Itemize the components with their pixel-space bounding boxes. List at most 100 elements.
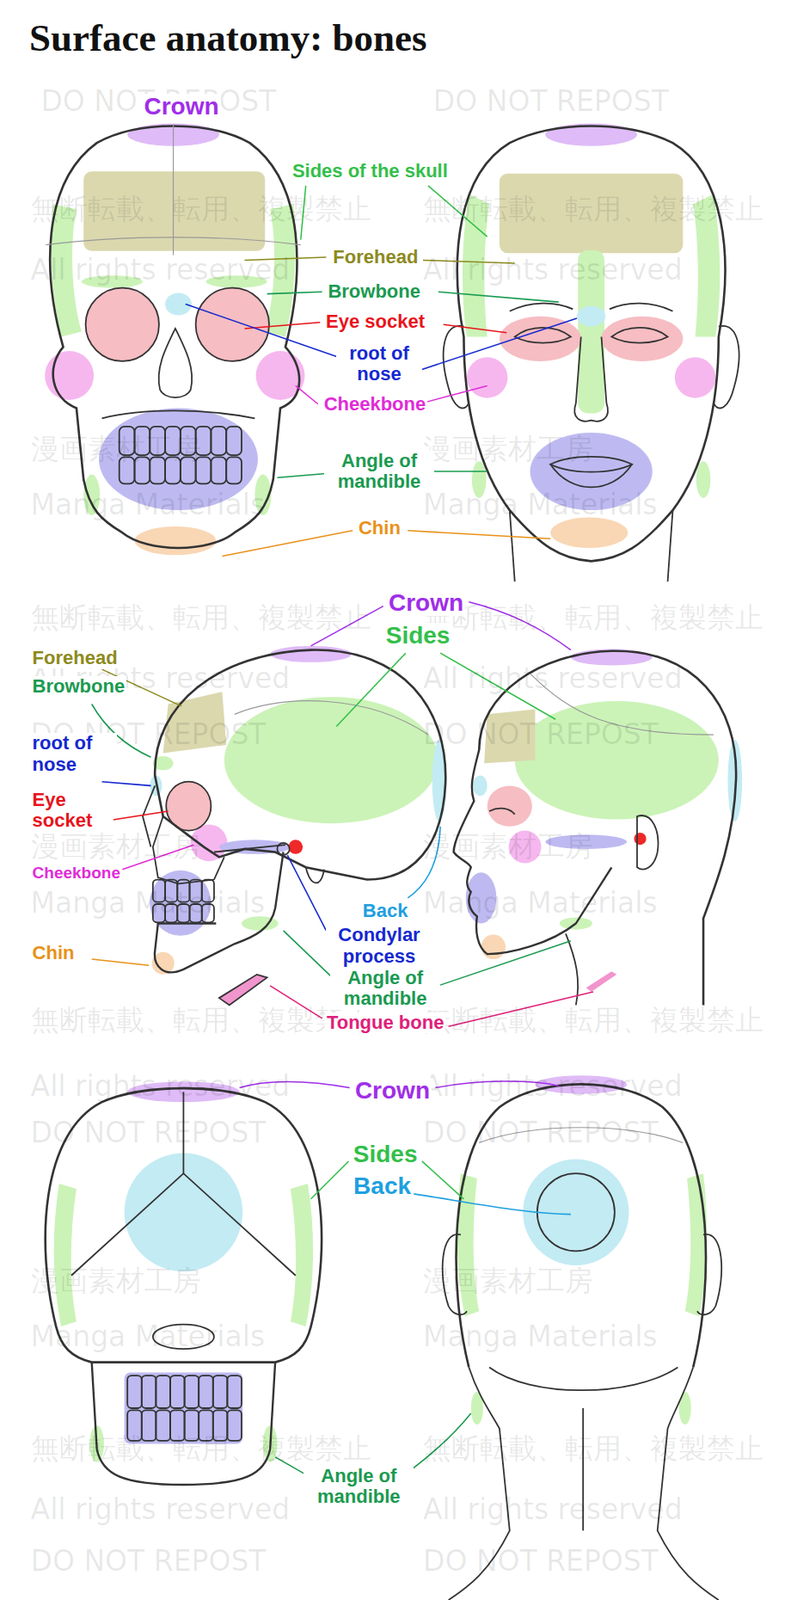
skull-outline: [155, 1374, 171, 1408]
part-label: Eye socket: [324, 311, 427, 332]
watermark-text: DO NOT REPOST: [30, 1116, 267, 1148]
skull-outline: [210, 426, 227, 455]
watermark-text: All rights reserved: [423, 662, 683, 694]
skull-outline: [276, 842, 289, 855]
head-outline: [657, 1367, 719, 1600]
skull-outline: [196, 288, 270, 362]
part-label: Angle of mandible: [324, 450, 435, 492]
watermark-text: 無断転載、転用、複製禁止: [423, 1432, 764, 1464]
skull-outline: [213, 1374, 228, 1408]
part-label: Angle of mandible: [303, 1465, 414, 1507]
watermark-text: 漫画素材工房: [423, 433, 594, 465]
leader-lines: [443, 324, 508, 332]
skull-outline: [170, 1374, 185, 1408]
bone-region-fill: [224, 696, 439, 823]
bone-region-fill: [674, 356, 716, 398]
watermark-text: All rights reserved: [30, 1493, 291, 1525]
skull-outline: [85, 288, 160, 362]
watermark-text: 無断転載、転用、複製禁止: [30, 1432, 372, 1464]
leader-lines: [311, 1160, 350, 1199]
bone-region-fill: [290, 1183, 313, 1326]
face-outline: [609, 303, 674, 312]
skull-outline: [142, 649, 446, 1006]
bone-region-fill: [586, 970, 618, 992]
part-label: Browbone: [325, 281, 423, 302]
watermark-text: All rights reserved: [30, 1070, 291, 1102]
skull-outline: [141, 1374, 157, 1408]
part-label: Crown: [141, 93, 221, 121]
skull-outline: [210, 456, 227, 484]
skull-outline: [226, 1374, 242, 1408]
part-label: root of nose: [336, 343, 423, 385]
diagram-title: Surface anatomy: bones: [25, 17, 430, 61]
skull-outline: [184, 1374, 200, 1408]
face-outline: [611, 327, 668, 344]
head-outline: [697, 1233, 722, 1314]
leader-lines: [295, 385, 319, 404]
watermark-text: 無断転載、転用、複製禁止: [30, 1004, 372, 1036]
leader-lines: [407, 530, 551, 539]
bone-region-fill: [481, 934, 506, 959]
leader-lines: [267, 291, 323, 294]
bone-region-fill: [499, 316, 582, 362]
watermark-text: Manga Materials: [423, 1320, 658, 1352]
leader-lines: [276, 472, 326, 478]
skull-outline: [49, 125, 300, 548]
bone-region-fill: [54, 1183, 77, 1326]
leader-lines: [287, 854, 326, 931]
part-label: Back: [361, 900, 411, 921]
watermark-text: DO NOT REPOST: [30, 1545, 267, 1576]
head-outline: [565, 932, 578, 1005]
head-outline: [537, 1172, 615, 1251]
part-label: Cheekbone: [322, 393, 429, 415]
part-label: Back: [351, 1172, 413, 1200]
face-outline: [550, 464, 632, 488]
part-label: Crown: [386, 589, 466, 617]
part-label: Forehead: [331, 246, 420, 268]
part-label: Angle of mandible: [330, 967, 441, 1009]
skull-outline: [91, 1361, 276, 1484]
bone-region-fill: [165, 292, 192, 315]
watermark-text: Manga Materials: [30, 1320, 266, 1352]
head-outline: [453, 650, 737, 1006]
part-label: Condylar process: [325, 924, 434, 966]
head-outline: [489, 808, 516, 815]
leader-lines: [438, 940, 571, 986]
skull-outline: [214, 844, 286, 852]
part-label: Browbone: [30, 675, 128, 697]
watermark-text: DO NOT REPOST: [423, 1116, 659, 1148]
bone-region-fill: [149, 645, 447, 1006]
watermark-text: 無断転載、転用、複製禁止: [423, 601, 764, 633]
skull-outline: [71, 1172, 296, 1276]
watermark-text: 漫画素材工房: [30, 1264, 202, 1296]
part-label: Sides: [351, 1140, 420, 1168]
watermark-text: 漫画素材工房: [423, 830, 594, 862]
bone-region-fill: [196, 288, 270, 362]
leader-lines: [426, 385, 488, 402]
head-outline: [489, 1367, 678, 1391]
skull-outline: [172, 124, 174, 256]
part-label: Chin: [30, 942, 77, 963]
watermark-text: 無断転載、転用、複製禁止: [30, 601, 372, 633]
watermark-text: 漫画素材工房: [30, 433, 202, 465]
bone-region-fill: [269, 645, 352, 663]
part-label: Forehead: [30, 647, 120, 669]
watermark-text: DO NOT REPOST: [433, 85, 669, 117]
part-label: Chin: [356, 517, 403, 539]
face-outline: [713, 325, 740, 409]
watermark-text: Manga Materials: [423, 489, 658, 521]
skull-outline: [45, 124, 301, 548]
bone-region-fill: [85, 288, 160, 362]
bone-region-fill: [466, 648, 742, 992]
part-label: Crown: [353, 1077, 432, 1104]
watermark-text: All rights reserved: [423, 1493, 683, 1525]
leader-lines: [336, 652, 406, 726]
bone-region-fill: [487, 784, 533, 826]
part-label: Cheekbone: [30, 864, 123, 883]
skull-outline: [45, 237, 301, 246]
watermark-text: 漫画素材工房: [30, 830, 202, 862]
part-label: Sides: [384, 622, 453, 650]
leader-lines: [422, 318, 577, 369]
watermark-text: DO NOT REPOST: [423, 1545, 659, 1576]
